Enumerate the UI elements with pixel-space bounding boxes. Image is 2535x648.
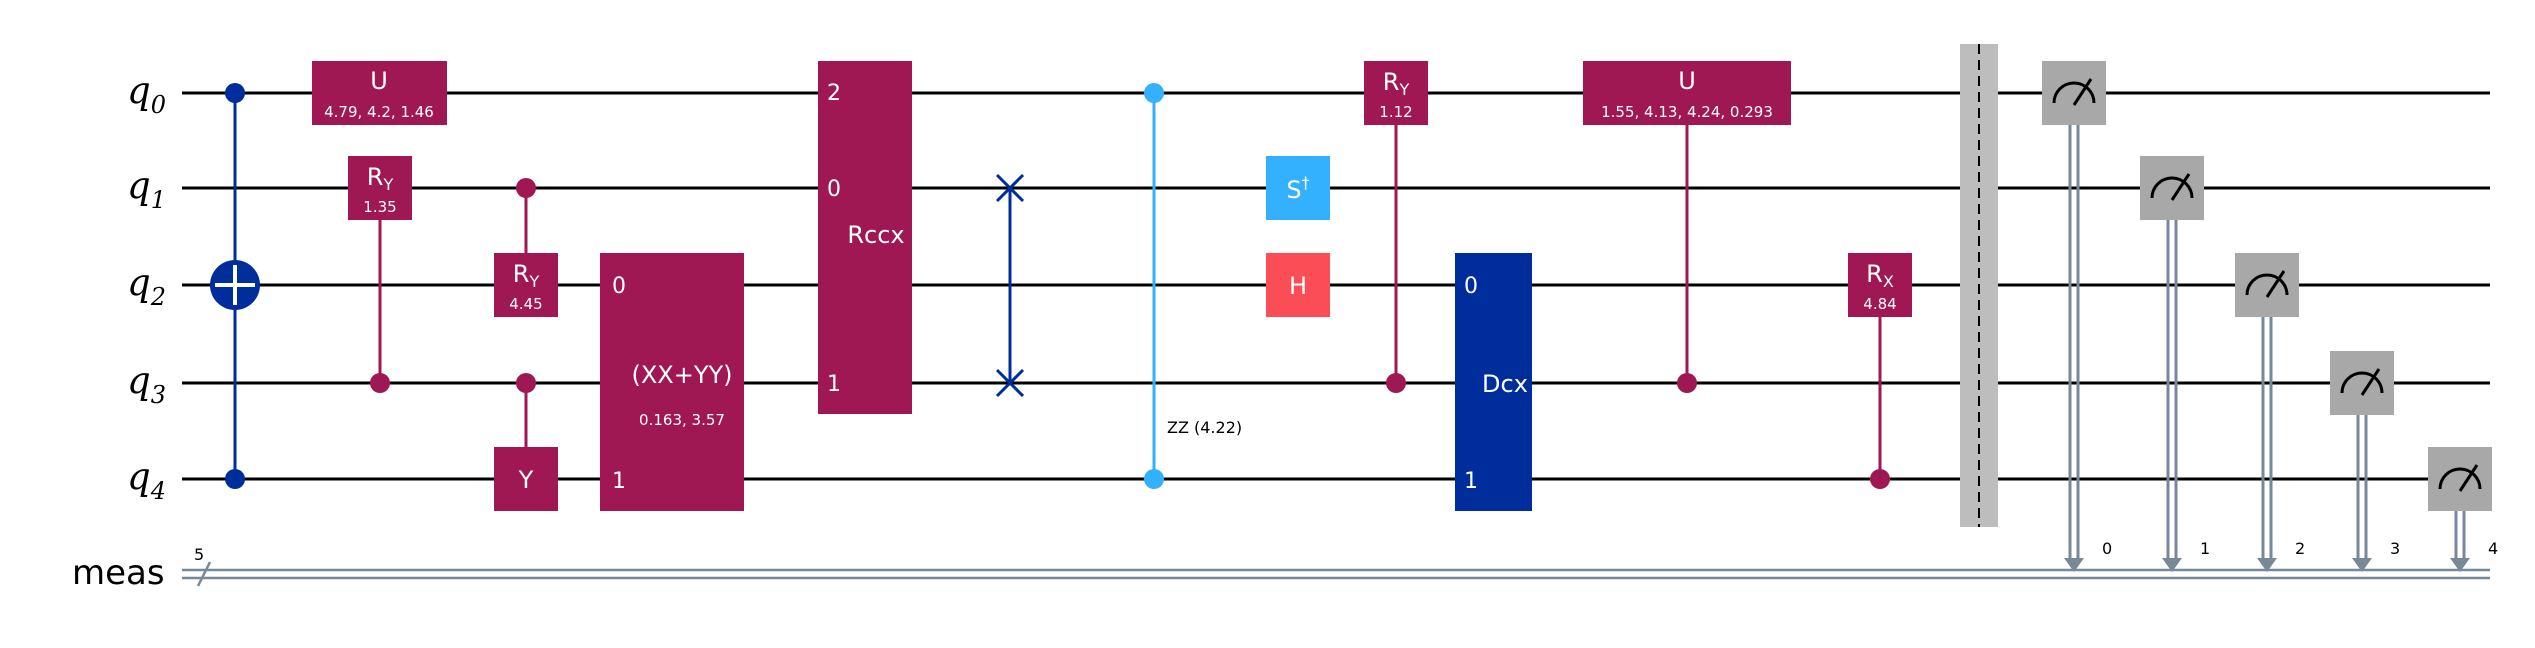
controlled-y-gate: Y xyxy=(494,373,558,511)
meter-icon xyxy=(2438,467,2482,490)
controlled-ry-gate: RY 1.35 xyxy=(348,156,412,393)
meter-icon xyxy=(2052,81,2096,104)
control-dot xyxy=(370,373,390,393)
measure-arrow xyxy=(2352,558,2372,572)
svg-text:RX: RX xyxy=(1866,260,1894,291)
xx-plus-yy-gate: 0 1 (XX+YY) 0.163, 3.57 xyxy=(600,253,744,511)
svg-text:RY: RY xyxy=(1383,68,1410,99)
svg-text:RY: RY xyxy=(367,163,394,194)
svg-text:1: 1 xyxy=(827,372,841,397)
measurements: 0 1 2 3 4 xyxy=(2042,61,2498,572)
svg-text:Y: Y xyxy=(518,466,534,494)
svg-text:0: 0 xyxy=(827,177,841,202)
meter-icon xyxy=(2245,273,2289,296)
classical-wire: 5 xyxy=(182,545,2490,587)
hadamard-gate: H xyxy=(1266,253,1330,317)
qubit-label-q1: q1 xyxy=(127,164,166,214)
svg-text:0: 0 xyxy=(1464,274,1478,299)
svg-text:RY: RY xyxy=(513,260,540,291)
control-dot xyxy=(1144,83,1164,103)
rzz-gate: ZZ (4.22) xyxy=(1144,83,1242,489)
qubit-label-q3: q3 xyxy=(127,359,166,409)
svg-text:(XX+YY): (XX+YY) xyxy=(631,361,732,389)
svg-text:4.84: 4.84 xyxy=(1863,295,1896,313)
sdg-gate: S† xyxy=(1266,156,1330,220)
bus-slash xyxy=(196,561,212,587)
svg-text:2: 2 xyxy=(827,81,841,106)
svg-text:U: U xyxy=(370,67,388,95)
control-dot xyxy=(225,469,245,489)
controlled-u-gate: U 1.55, 4.13, 4.24, 0.293 xyxy=(1583,61,1791,393)
control-dot xyxy=(516,373,536,393)
svg-text:Rccx: Rccx xyxy=(847,221,904,249)
measure-arrow xyxy=(2162,558,2182,572)
measure-gate-q3: 3 xyxy=(2330,351,2400,572)
u-gate: U 4.79, 4.2, 1.46 xyxy=(312,61,447,125)
measure-gate-q0: 0 xyxy=(2042,61,2112,572)
control-dot xyxy=(225,83,245,103)
swap-gate xyxy=(995,173,1025,398)
measure-bit-label: 1 xyxy=(2200,539,2210,558)
svg-text:1: 1 xyxy=(1464,469,1478,494)
control-dot xyxy=(1144,469,1164,489)
classical-register-size: 5 xyxy=(194,545,204,564)
svg-text:1.12: 1.12 xyxy=(1379,103,1412,121)
control-dot xyxy=(516,178,536,198)
svg-text:4.45: 4.45 xyxy=(509,295,542,313)
wire-labels: q0 q1 q2 q3 q4 meas xyxy=(72,69,166,593)
svg-text:U: U xyxy=(1678,67,1696,95)
svg-text:0.163, 3.57: 0.163, 3.57 xyxy=(639,411,725,429)
meter-icon xyxy=(2340,371,2384,394)
controlled-ry-gate: RY 1.12 xyxy=(1364,61,1428,393)
svg-text:0: 0 xyxy=(612,274,626,299)
cnot-gate xyxy=(210,83,260,489)
control-dot xyxy=(1386,373,1406,393)
measure-gate-q2: 2 xyxy=(2235,253,2305,572)
barrier xyxy=(1960,44,1998,527)
svg-text:1.55, 4.13, 4.24, 0.293: 1.55, 4.13, 4.24, 0.293 xyxy=(1601,103,1773,121)
controlled-ry-gate: RY 4.45 xyxy=(494,178,558,317)
measure-arrow xyxy=(2257,558,2277,572)
classical-register-label: meas xyxy=(72,553,165,593)
measure-gate-q4: 4 xyxy=(2428,447,2498,572)
measure-arrow xyxy=(2064,558,2084,572)
svg-text:1: 1 xyxy=(612,469,626,494)
svg-text:Dcx: Dcx xyxy=(1482,370,1528,398)
control-dot xyxy=(1677,373,1697,393)
qubit-label-q0: q0 xyxy=(127,69,166,119)
svg-text:S†: S† xyxy=(1286,173,1309,204)
measure-arrow xyxy=(2450,558,2470,572)
measure-bit-label: 4 xyxy=(2488,539,2498,558)
rzz-label: ZZ (4.22) xyxy=(1167,418,1242,437)
measure-gate-q1: 1 xyxy=(2140,156,2210,572)
control-dot xyxy=(1870,469,1890,489)
qubit-label-q2: q2 xyxy=(127,261,166,311)
measure-bit-label: 3 xyxy=(2390,539,2400,558)
svg-text:4.79, 4.2, 1.46: 4.79, 4.2, 1.46 xyxy=(324,103,434,121)
controlled-rx-gate: RX 4.84 xyxy=(1848,253,1912,489)
dcx-gate: 0 1 Dcx xyxy=(1455,253,1532,511)
qubit-label-q4: q4 xyxy=(127,455,166,505)
svg-text:H: H xyxy=(1289,272,1307,300)
rccx-gate: 2 0 1 Rccx xyxy=(818,61,912,414)
svg-text:1.35: 1.35 xyxy=(363,198,396,216)
meter-icon xyxy=(2150,176,2194,199)
measure-bit-label: 0 xyxy=(2102,539,2112,558)
measure-bit-label: 2 xyxy=(2295,539,2305,558)
